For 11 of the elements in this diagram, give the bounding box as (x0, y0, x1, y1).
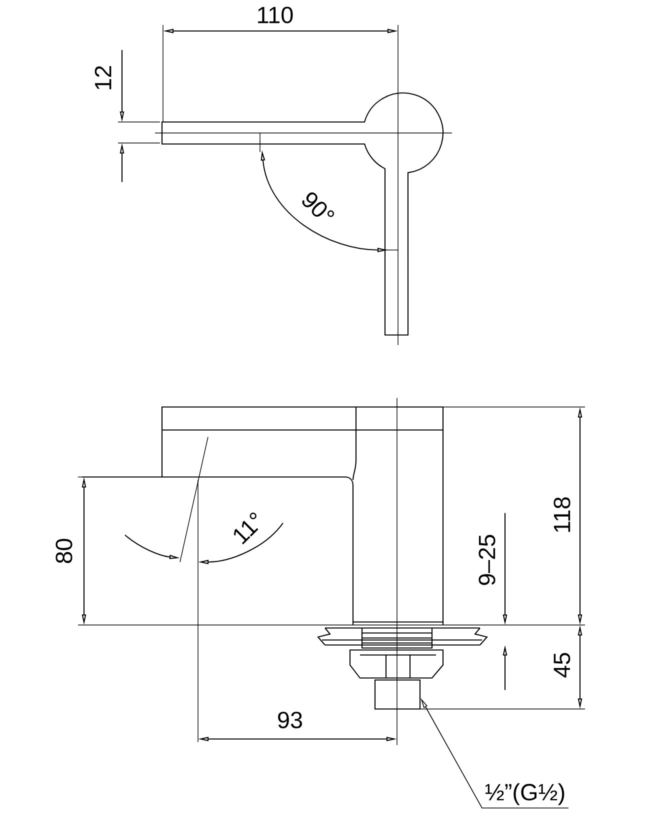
threaded-pipe (374, 679, 421, 710)
dimension-value: 45 (554, 652, 570, 678)
dimension-value: 118 (554, 497, 570, 532)
thread-size-label: ½”(G½) (486, 783, 564, 806)
dimension-value: 11° (234, 512, 258, 544)
dimension-value: 110 (258, 6, 293, 24)
dimension-value: 93 (278, 712, 302, 728)
dimension-value: 9–25 (478, 534, 496, 585)
dimension-value: 90° (302, 192, 334, 217)
dimension-value: 80 (56, 538, 72, 564)
dimension-value: 12 (94, 66, 112, 90)
